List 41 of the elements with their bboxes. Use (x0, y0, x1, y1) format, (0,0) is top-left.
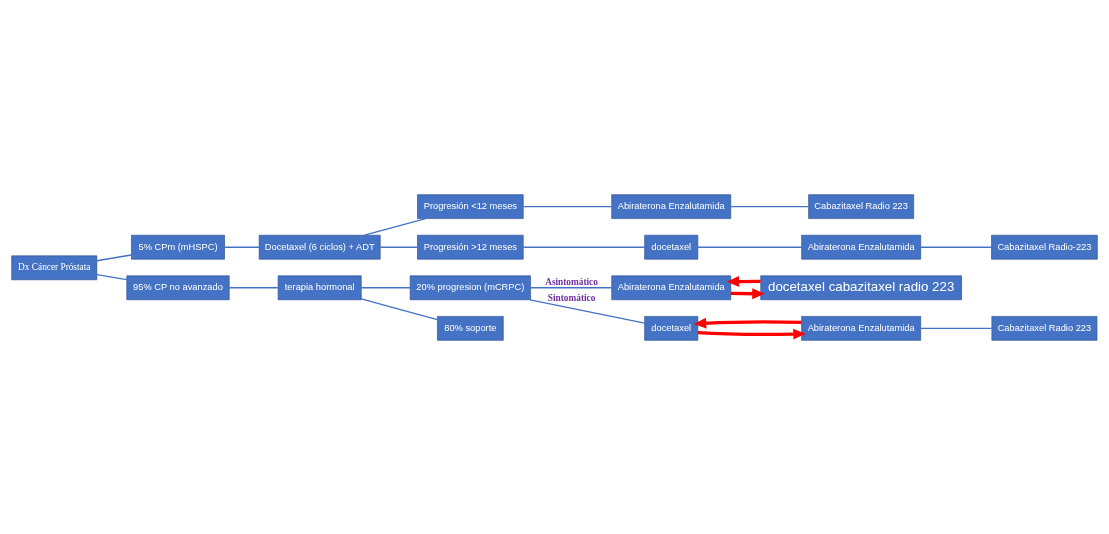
connector (363, 217, 427, 236)
node-box: Abiraterona Enzalutamida (801, 234, 922, 260)
edge-label: Sintomático (547, 292, 596, 303)
edge-label: Asintomático (545, 276, 598, 287)
node-box: 80% soporte (437, 315, 504, 341)
node-box: Abiraterona Enzalutamida (611, 274, 732, 300)
connector (360, 286, 411, 288)
node-box: Cabazitaxel Radio 223 (808, 193, 915, 219)
node-box: docetaxel cabazitaxel radio 223 (760, 274, 962, 300)
connector (730, 205, 810, 207)
node-box: terapia hormonal (277, 274, 362, 300)
connector (360, 297, 438, 320)
node-box: Abiraterona Enzalutamida (801, 315, 922, 341)
connector (223, 246, 260, 248)
arrow (726, 275, 761, 287)
node-box: Progresión <12 meses (417, 193, 524, 219)
connector (522, 205, 613, 207)
connector (529, 286, 613, 288)
node-box: 95% CP no avanzado (126, 274, 230, 300)
arrow (730, 287, 765, 299)
connector (96, 253, 132, 261)
connector (379, 246, 418, 248)
node-box: docetaxel (644, 234, 699, 260)
arrow (693, 317, 802, 329)
node-box: docetaxel (644, 315, 699, 341)
node-box: Progresión >12 meses (417, 234, 524, 260)
connector (920, 246, 993, 248)
connector (920, 327, 993, 329)
arrow (697, 328, 806, 340)
node-box: Docetaxel (6 ciclos) + ADT (258, 234, 381, 260)
node-box: 20% progresion (mCRPC) (409, 274, 531, 300)
node-box: Cabazitaxel Radio 223 (991, 315, 1098, 341)
connector (529, 298, 646, 324)
connector (697, 246, 803, 248)
connector (228, 286, 279, 288)
connector (522, 246, 646, 248)
node-box: Dx Cáncer Próstata (11, 255, 98, 280)
node-box: Abiraterona Enzalutamida (611, 193, 732, 219)
node-box: Cabazitaxel Radio-223 (991, 234, 1098, 260)
connector (96, 273, 128, 280)
node-box: 5% CPm (mHSPC) (131, 234, 225, 260)
